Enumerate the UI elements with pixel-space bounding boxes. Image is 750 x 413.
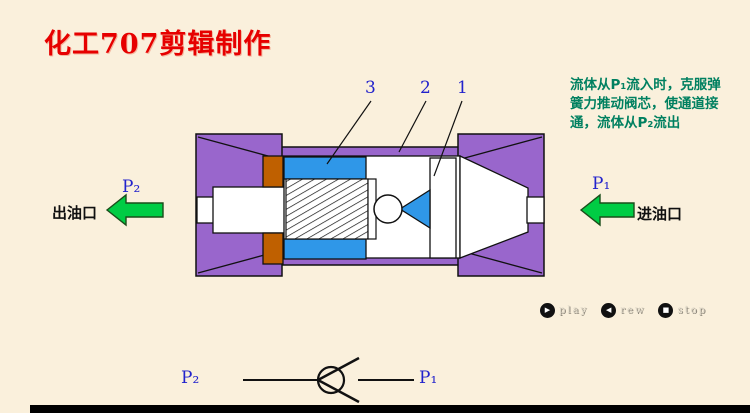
- part-label-1: 1: [457, 78, 468, 98]
- bottom-timeline-bar: [30, 405, 750, 413]
- inlet-arrow: [579, 193, 635, 227]
- check-valve-symbol: [243, 356, 414, 404]
- rewind-button[interactable]: ◀ rew: [601, 303, 645, 318]
- inlet-port-name: 进油口: [637, 205, 683, 223]
- explanation-note: 流体从P₁流入时，克服弹 簧力推动阀芯，使通道接 通，流体从P₂流出: [570, 76, 750, 133]
- symbol-label-p2: P₂: [181, 368, 200, 388]
- note-line: 簧力推动阀芯，使通道接: [570, 96, 719, 112]
- stop-button[interactable]: ■ stop: [658, 303, 707, 318]
- symbol-label-p1: P₁: [419, 368, 438, 388]
- outlet-arrow: [105, 193, 164, 227]
- retainer-plug: [262, 155, 284, 265]
- rewind-label: rew: [620, 305, 646, 316]
- spring-section: [285, 178, 369, 240]
- note-line: 通，流体从P₂流出: [570, 115, 681, 131]
- playback-controls: ▶ play ◀ rew ■ stop: [540, 303, 707, 318]
- pressure-label-p2: P₂: [122, 177, 141, 197]
- part-label-2: 2: [420, 78, 431, 98]
- outlet-port-name: 出油口: [52, 204, 98, 222]
- page-title: 化工707剪辑制作: [44, 29, 272, 60]
- play-glyph: ▶: [544, 306, 551, 314]
- play-button[interactable]: ▶ play: [540, 303, 588, 318]
- stop-glyph: ■: [662, 306, 670, 314]
- play-icon[interactable]: ▶: [540, 303, 555, 318]
- pressure-label-p1: P₁: [592, 174, 611, 194]
- play-label: play: [559, 305, 589, 316]
- part-label-3: 3: [365, 78, 376, 98]
- note-line: 流体从P₁流入时，克服弹: [570, 77, 721, 93]
- rewind-icon[interactable]: ◀: [601, 303, 617, 318]
- flow-arrows: [105, 193, 635, 227]
- stop-icon[interactable]: ■: [658, 303, 674, 318]
- leader-lines: [326, 100, 463, 177]
- valve-core: [373, 157, 457, 259]
- stop-label: stop: [677, 305, 708, 316]
- rewind-glyph: ◀: [606, 306, 612, 314]
